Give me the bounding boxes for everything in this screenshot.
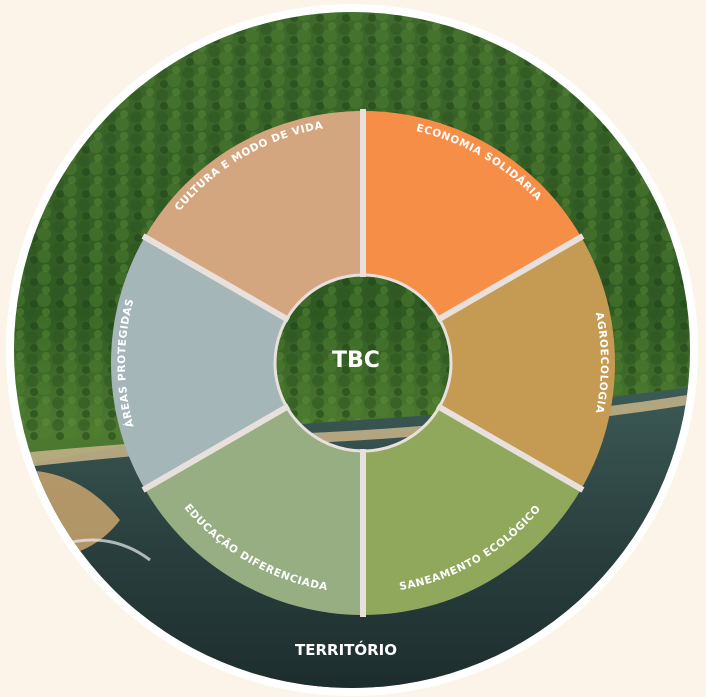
segment-divider: [435, 403, 585, 493]
center-label: TBC: [332, 348, 380, 373]
segment-dividers: [141, 109, 585, 617]
center-hole-ring: [273, 273, 453, 453]
segment-divider: [435, 233, 585, 323]
territory-label: TERRITÓRIO: [295, 640, 397, 659]
segment-agroecologia[interactable]: [439, 237, 616, 489]
segment-areas-protegidas[interactable]: [110, 237, 287, 489]
segment-label-agroecologia: AGROECOLOGIA: [593, 311, 610, 415]
segment-divider: [141, 403, 291, 493]
segment-divider: [141, 233, 291, 323]
